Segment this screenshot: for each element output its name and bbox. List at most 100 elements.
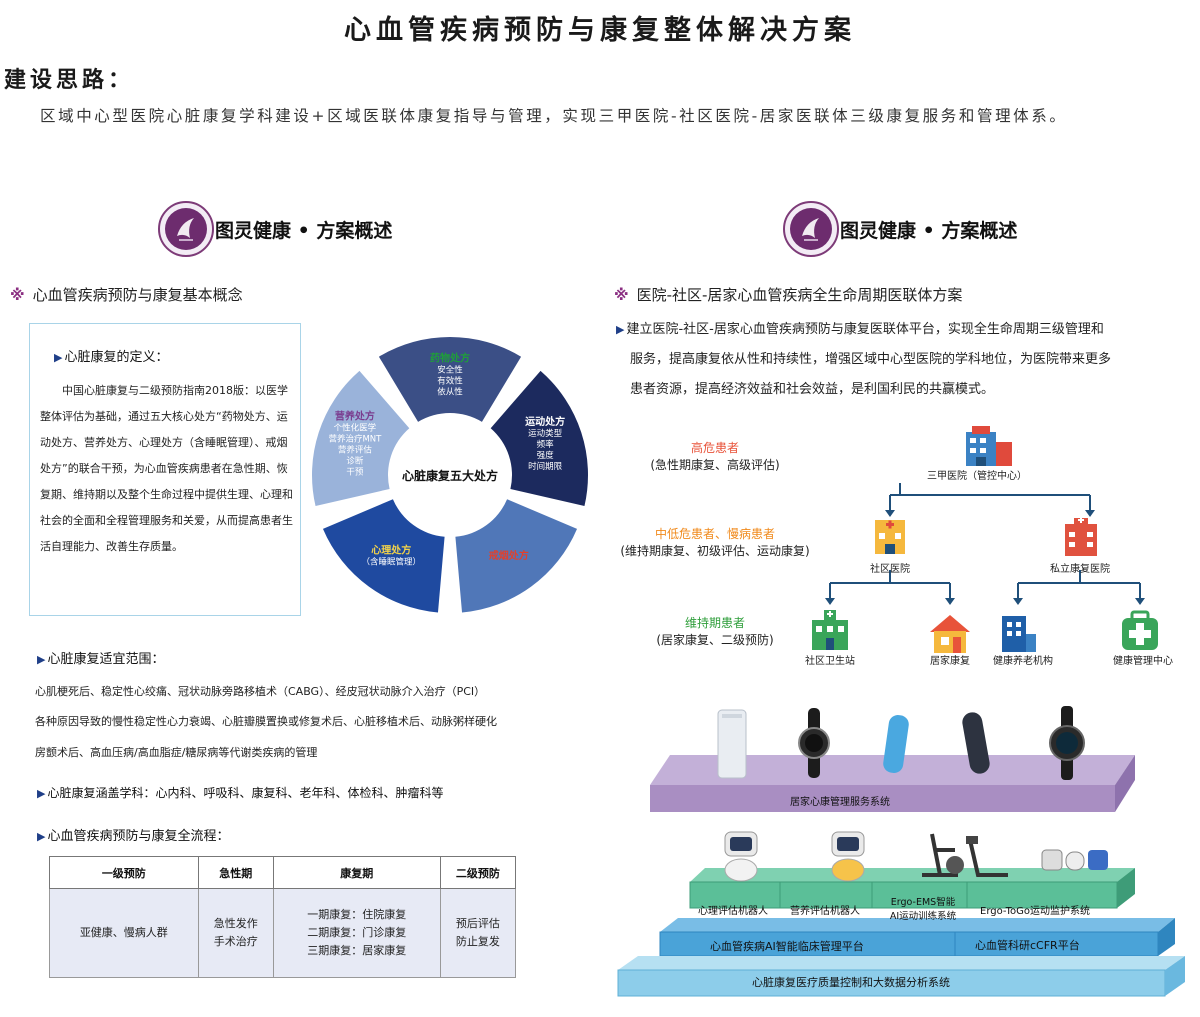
wheel-segment-item: 频率	[537, 439, 555, 450]
monitor-devices-icon	[1041, 849, 1108, 871]
process-cell: 急性发作手术治疗	[197, 888, 274, 978]
wheel-segment-item: 干预	[346, 467, 364, 478]
right-body-line: 患者资源，提高经济效益和社会效益，是利国利民的共赢模式。	[630, 382, 995, 397]
brand-title: 图灵健康 • 方案概述	[215, 220, 393, 242]
wheel-segment-item: 运动类型	[528, 428, 563, 439]
tier-mid-risk: 中低危患者、慢病患者 (维持期康复、初级评估、运动康复)	[620, 527, 810, 558]
reference-mark-icon: ※	[614, 286, 629, 304]
platform-stack	[617, 706, 1185, 997]
right-subheading: ※ 医院-社区-居家心血管疾病全生命周期医联体方案	[614, 284, 962, 305]
wheel-segment	[490, 370, 588, 507]
section-heading: 建设思路：	[4, 68, 135, 93]
smart-watch-icon	[1049, 706, 1085, 780]
smart-speaker-icon	[717, 709, 747, 779]
process-table-row: 亚健康、慢病人群 急性发作手术治疗 一期康复：住院康复二期康复：门诊康复三期康复…	[49, 888, 517, 978]
patch-sensor-icon	[883, 715, 909, 773]
right-body: ▶建立医院-社区-居家心血管疾病预防与康复医联体平台，实现全生命周期三级管理和 …	[616, 315, 1111, 405]
triangle-bullet-icon: ▶	[37, 787, 46, 800]
robot-label: 营养评估机器人	[790, 906, 860, 917]
wearable-sensor-icon	[962, 712, 990, 774]
right-body-line: ▶建立医院-社区-居家心血管疾病预防与康复医联体平台，实现全生命周期三级管理和	[616, 322, 1104, 337]
wheel-segment-item: 安全性	[437, 365, 463, 376]
page-title: 心血管疾病预防与康复整体解决方案	[344, 15, 856, 46]
wheel-segment-item: 依从性	[437, 387, 463, 398]
wristband-icon	[798, 708, 830, 778]
process-cell: 一期康复：住院康复二期康复：门诊康复三期康复：居家康复	[272, 888, 441, 978]
reference-mark-icon: ※	[10, 286, 25, 304]
left-subheading-text: 心血管疾病预防与康复基本概念	[32, 286, 243, 304]
node-health-station: 社区卫生站	[805, 656, 855, 667]
node-private-hospital: 私立康复医院	[1050, 564, 1110, 575]
brand-logo	[783, 201, 839, 257]
process-cell: 预后评估防止复发	[439, 888, 517, 978]
triangle-bullet-icon: ▶	[616, 323, 625, 336]
scope-line: 心肌梗死后、稳定性心绞痛、冠状动脉旁路移植术（CABG）、经皮冠状动脉介入治疗（…	[35, 685, 486, 698]
process-header-cell: 康复期	[272, 856, 441, 889]
psychology-robot-icon	[724, 831, 758, 882]
elderly-care-icon	[1002, 616, 1036, 652]
right-subheading-text: 医院-社区-居家心血管疾病全生命周期医联体方案	[636, 286, 963, 304]
home-platform-label: 居家心康管理服务系统	[790, 797, 890, 808]
wheel-segment-title: 戒烟处方	[489, 549, 529, 562]
scope-line: 各种原因导致的慢性稳定性心力衰竭、心脏瓣膜置换或修复术后、心脏移植术后、动脉粥样…	[35, 715, 497, 728]
health-station-icon	[812, 610, 848, 650]
tier-maintenance: 维持期患者 (居家康复、二级预防)	[656, 616, 774, 647]
exercise-bike-icon	[922, 833, 964, 877]
wheel-segment-item: 个性化医学	[334, 423, 377, 434]
wheel-segment-item: 有效性	[437, 376, 463, 387]
first-aid-icon	[1122, 610, 1158, 650]
wheel-segment-title: 药物处方	[430, 352, 470, 365]
wheel-segment	[312, 370, 410, 507]
process-table-header-row: 一级预防 急性期 康复期 二级预防	[49, 856, 517, 889]
wheel-segment-title: 心理处方	[371, 543, 411, 556]
process-header-cell: 急性期	[197, 856, 274, 889]
wheel-segment	[378, 337, 522, 422]
wheel-center-label: 心脏康复五大处方	[402, 468, 498, 483]
scope-title: ▶心脏康复适宜范围：	[37, 652, 165, 667]
home-icon	[930, 615, 970, 653]
tier-high-risk: 高危患者 (急性期康复、高级评估)	[650, 441, 780, 472]
node-health-center: 健康管理中心	[1113, 656, 1173, 667]
wheel-segment-item: 营养治疗MNT	[328, 434, 382, 445]
disciplines-line: ▶心脏康复涵盖学科：心内科、呼吸科、康复科、老年科、体检科、肿瘤科等	[37, 786, 444, 800]
wheel-segment-title: 营养处方	[335, 410, 375, 423]
node-elderly-care: 健康养老机构	[993, 656, 1053, 667]
brand-logo	[158, 201, 214, 257]
wheel-segment-item: 诊断	[346, 456, 364, 467]
wheel-segment	[322, 499, 445, 613]
nutrition-robot-icon	[831, 831, 865, 882]
process-table: 一级预防 急性期 康复期 二级预防 亚健康、慢病人群 急性发作手术治疗 一期康复…	[49, 856, 517, 978]
definition-box: ▶心脏康复的定义： 中国心脏康复与二级预防指南2018版：以医学整体评估为基础，…	[29, 323, 301, 616]
brand-header-right: 图灵健康 • 方案概述	[782, 200, 1052, 258]
ai-platform-label: 心血管疾病AI智能临床管理平台	[710, 940, 864, 953]
intro-paragraph: 区域中心型医院心脏康复学科建设+区域医联体康复指导与管理，实现三甲医院-社区医院…	[40, 107, 1068, 125]
wheel-segment-item: 强度	[537, 450, 555, 461]
process-header-cell: 二级预防	[439, 856, 517, 889]
wheel-segment-title: 运动处方	[525, 415, 565, 428]
process-title: ▶心血管疾病预防与康复全流程：	[37, 829, 230, 844]
node-home-rehab: 居家康复	[930, 656, 970, 667]
hospital-icon	[966, 426, 1012, 466]
triangle-bullet-icon: ▶	[37, 830, 46, 843]
definition-text: 中国心脏康复与二级预防指南2018版：以医学整体评估为基础，通过五大核心处方“药…	[40, 384, 293, 553]
wheel-segment-item: 时间期限	[528, 461, 563, 472]
process-header-cell: 一级预防	[49, 856, 199, 889]
private-hospital-icon	[1065, 517, 1097, 556]
brand-title: 图灵健康 • 方案概述	[840, 220, 1018, 242]
wheel-segment-item: 营养评估	[338, 445, 373, 456]
robot-label: 心理评估机器人	[698, 906, 768, 917]
base-platform-label: 心脏康复医疗质量控制和大数据分析系统	[752, 976, 950, 989]
definition-title: ▶心脏康复的定义：	[54, 350, 169, 365]
node-community-hospital: 社区医院	[870, 564, 910, 575]
hierarchy-tree	[812, 426, 1158, 653]
treadmill-icon	[966, 836, 1008, 877]
brand-header-left: 图灵健康 • 方案概述	[157, 200, 417, 258]
triangle-bullet-icon: ▶	[54, 351, 63, 364]
right-body-line: 服务，提高康复依从性和持续性，增强区域中心型医院的学科地位，为医院带来更多	[630, 352, 1112, 367]
triangle-bullet-icon: ▶	[37, 653, 46, 666]
wheel-segment-item: （含睡眠管理）	[361, 556, 421, 567]
community-hospital-icon	[875, 520, 905, 554]
process-cell: 亚健康、慢病人群	[49, 888, 199, 978]
